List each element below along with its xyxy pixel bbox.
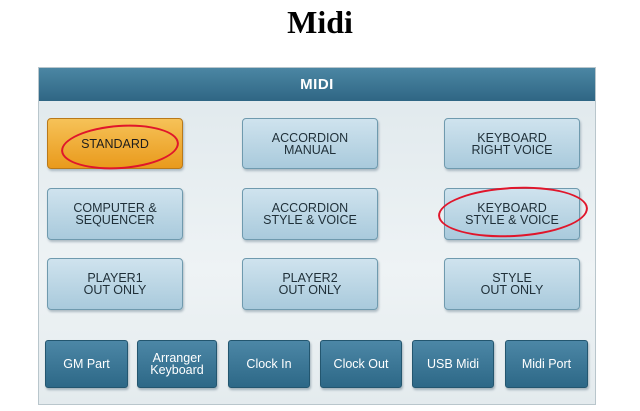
page-title: Midi — [287, 4, 353, 40]
midi-port-button[interactable]: Midi Port — [505, 340, 588, 388]
player1-out-only-button[interactable]: PLAYER1 OUT ONLY — [47, 258, 183, 310]
standard-label: STANDARD — [81, 136, 149, 151]
arranger-keyboard-label: Arranger Keyboard — [150, 351, 204, 377]
clock-in-button[interactable]: Clock In — [228, 340, 310, 388]
accordion-manual-button[interactable]: ACCORDION MANUAL — [242, 118, 378, 169]
keyboard-right-voice-button[interactable]: KEYBOARD RIGHT VOICE — [444, 118, 580, 169]
computer-sequencer-button[interactable]: COMPUTER & SEQUENCER — [47, 188, 183, 240]
accordion-style-voice-label: ACCORDION STYLE & VOICE — [263, 201, 357, 227]
standard-button[interactable]: STANDARD — [47, 118, 183, 169]
player1-out-only-label: PLAYER1 OUT ONLY — [83, 271, 147, 297]
player2-out-only-button[interactable]: PLAYER2 OUT ONLY — [242, 258, 378, 310]
clock-out-label: Clock Out — [333, 357, 389, 371]
style-out-only-label: STYLE OUT ONLY — [480, 271, 544, 297]
clock-out-button[interactable]: Clock Out — [320, 340, 402, 388]
usb-midi-label: USB Midi — [426, 357, 480, 371]
computer-sequencer-label: COMPUTER & SEQUENCER — [73, 201, 157, 227]
accordion-style-voice-button[interactable]: ACCORDION STYLE & VOICE — [242, 188, 378, 240]
midi-screen: MIDI STANDARD ACCORDION MANUAL KEYBOARD … — [38, 67, 596, 405]
midi-port-label: Midi Port — [521, 357, 572, 371]
gm-part-button[interactable]: GM Part — [45, 340, 128, 388]
accordion-manual-label: ACCORDION MANUAL — [271, 130, 349, 157]
keyboard-style-voice-button[interactable]: KEYBOARD STYLE & VOICE — [444, 188, 580, 240]
keyboard-style-voice-label: KEYBOARD STYLE & VOICE — [465, 201, 559, 227]
style-out-only-button[interactable]: STYLE OUT ONLY — [444, 258, 580, 310]
clock-in-label: Clock In — [246, 357, 292, 371]
player2-out-only-label: PLAYER2 OUT ONLY — [278, 271, 342, 297]
usb-midi-button[interactable]: USB Midi — [412, 340, 494, 388]
keyboard-right-voice-label: KEYBOARD RIGHT VOICE — [471, 130, 553, 157]
gm-part-label: GM Part — [63, 357, 110, 371]
arranger-keyboard-button[interactable]: Arranger Keyboard — [137, 340, 217, 388]
screen-header: MIDI — [39, 68, 595, 101]
